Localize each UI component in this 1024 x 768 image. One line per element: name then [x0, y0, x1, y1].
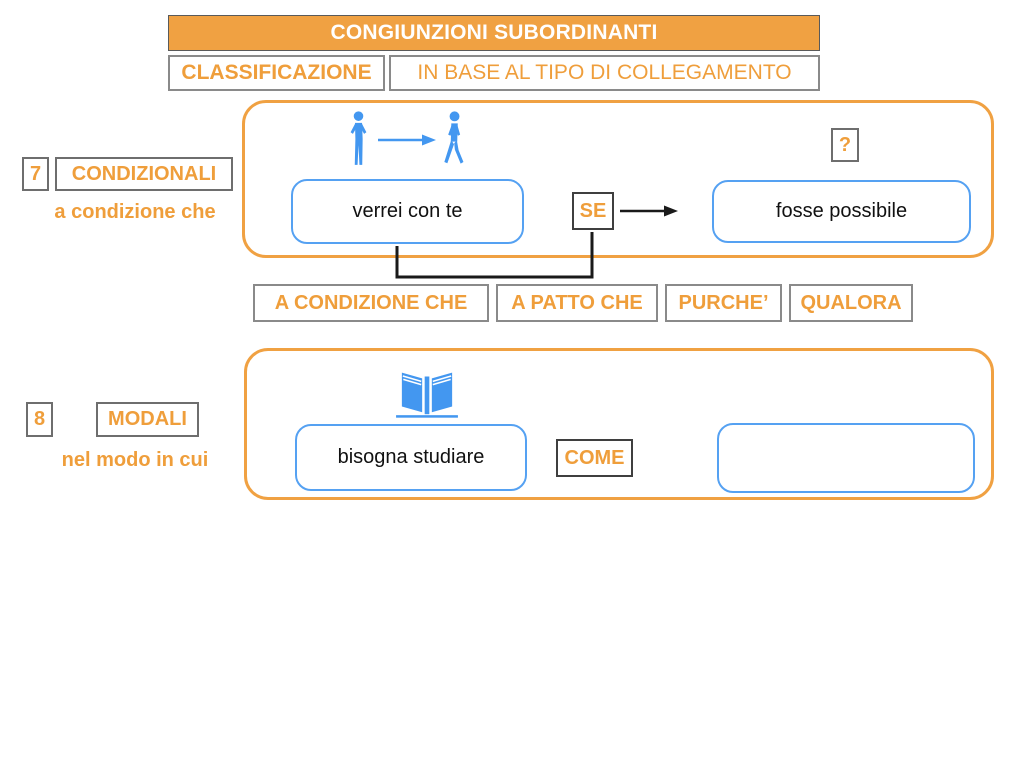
basis-box: IN BASE AL TIPO DI COLLEGAMENTO — [389, 55, 820, 91]
section-number-8-label: 8 — [33, 408, 46, 430]
meaning-modali-label: nel modo in cui — [61, 448, 209, 471]
page-title: CONGIUNZIONI SUBORDINANTI — [330, 21, 658, 44]
classification-box: CLASSIFICAZIONE — [168, 55, 385, 91]
clause-main-condizionali: verrei con te — [291, 179, 524, 244]
clause-main-condizionali-label: verrei con te — [352, 200, 463, 222]
standing-person-icon — [346, 111, 371, 167]
open-book-icon — [396, 362, 458, 420]
section-number-7: 7 — [22, 157, 49, 191]
question-mark-label: ? — [838, 133, 852, 156]
alternative-box-1: A CONDIZIONE CHE — [253, 284, 489, 322]
alternative-box-2: A PATTO CHE — [496, 284, 658, 322]
category-modali-label: MODALI — [108, 408, 187, 430]
category-modali-box: MODALI — [96, 402, 199, 437]
clause-sub-modali-empty — [717, 423, 975, 493]
clause-main-modali: bisogna studiare — [295, 424, 527, 491]
meaning-modali: nel modo in cui — [35, 447, 235, 473]
conjunction-come-box: COME — [556, 439, 633, 477]
question-mark-box: ? — [831, 128, 859, 162]
section-number-8: 8 — [26, 402, 53, 437]
conjunction-se-label: SE — [579, 199, 607, 222]
conjunction-se-box: SE — [572, 192, 614, 230]
alternative-label-1: A CONDIZIONE CHE — [274, 291, 468, 314]
category-condizionali-box: CONDIZIONALI — [55, 157, 233, 191]
classification-label: CLASSIFICAZIONE — [181, 61, 372, 84]
alternative-box-3: PURCHE’ — [665, 284, 782, 322]
clause-sub-condizionali-label: fosse possibile — [775, 200, 908, 222]
alternative-label-4: QUALORA — [800, 291, 902, 314]
alternative-label-3: PURCHE’ — [678, 291, 769, 314]
meaning-condizionali-label: a condizione che — [54, 200, 216, 223]
alternative-box-4: QUALORA — [789, 284, 913, 322]
alternative-label-2: A PATTO CHE — [511, 291, 643, 314]
category-condizionali-label: CONDIZIONALI — [71, 162, 217, 185]
clause-sub-condizionali: fosse possibile — [712, 180, 971, 243]
title-banner: CONGIUNZIONI SUBORDINANTI — [168, 15, 820, 51]
conjunction-come-label: COME — [564, 446, 625, 469]
basis-label: IN BASE AL TIPO DI COLLEGAMENTO — [417, 61, 792, 84]
clause-main-modali-label: bisogna studiare — [337, 446, 485, 468]
meaning-condizionali: a condizione che — [30, 199, 240, 225]
walking-person-icon — [438, 111, 470, 169]
section-number-7-label: 7 — [29, 162, 42, 185]
